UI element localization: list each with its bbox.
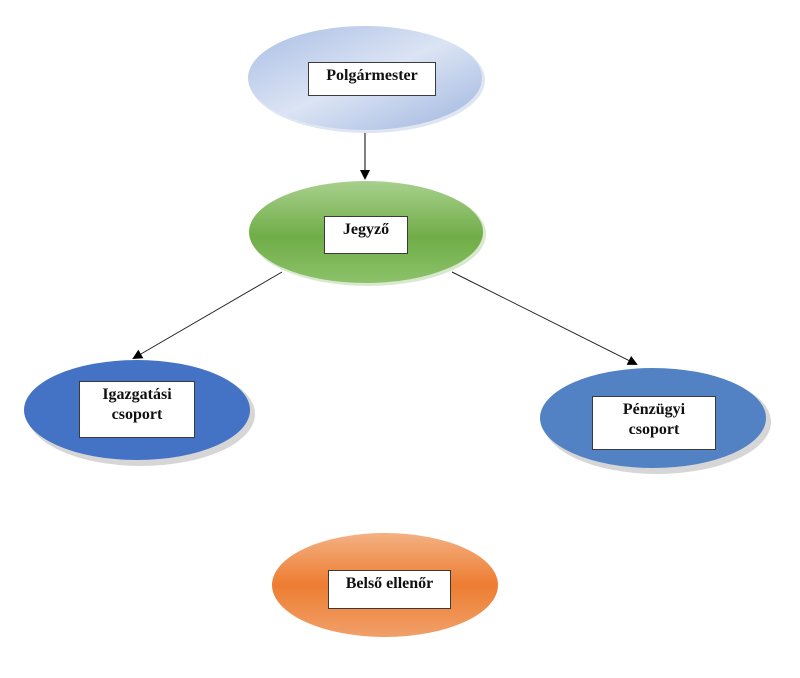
- node-label-penzugyi: Pénzügyi csoport: [592, 396, 716, 450]
- node-label-jegyzo: Jegyző: [324, 216, 408, 254]
- label-polgarmester-text: Polgármester: [326, 67, 418, 84]
- node-label-igazgatasi: Igazgatási csoport: [79, 381, 195, 438]
- node-label-polgarmester: Polgármester: [308, 62, 436, 96]
- label-penzugyi-line1: Pénzügyi: [622, 401, 686, 418]
- label-igazgatasi-line2: csoport: [111, 406, 163, 423]
- label-penzugyi-line2: csoport: [628, 421, 680, 438]
- label-igazgatasi-line1: Igazgatási: [102, 386, 172, 403]
- node-label-belso: Belső ellenőr: [328, 570, 451, 609]
- label-jegyzo-text: Jegyző: [342, 221, 390, 238]
- edge-jegyzo-penzugyi: [451, 271, 638, 365]
- label-belso-text: Belső ellenőr: [345, 575, 434, 592]
- edge-jegyzo-igazgatasi: [132, 271, 283, 360]
